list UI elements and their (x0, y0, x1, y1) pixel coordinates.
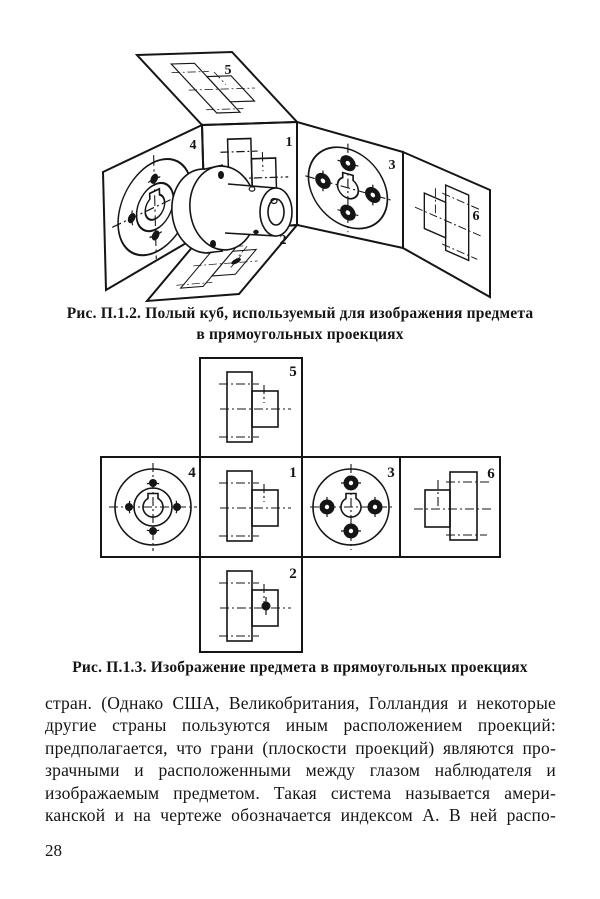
body-line: стран. (Однако США, Великобритания, Голл… (45, 693, 556, 713)
figure2-caption-line: Рис. П.1.3. Изображение предмета в прямо… (72, 659, 528, 676)
body-paragraph: стран. (Однако США, Великобритания, Голл… (45, 692, 556, 826)
fig1-panel-number-6: 6 (473, 209, 480, 224)
figure-p13-projection-cross: 5 4 1 3 6 2 (100, 357, 501, 653)
figure1-caption-line2: в прямоугольных проекциях (196, 326, 404, 343)
figure-p12-unfolded-cube: 5 4 1 2 3 6 (101, 50, 491, 303)
fig1-panel-6 (402, 150, 491, 299)
fig2-panel-number-6: 6 (487, 466, 495, 482)
fig2-panel-number-3: 3 (387, 465, 395, 481)
fig2-panel-3 (309, 463, 395, 551)
fig2-panel-number-1: 1 (289, 465, 297, 481)
fig2-panel-6 (413, 471, 494, 541)
fig1-panel-number-1: 1 (286, 135, 293, 150)
body-line: другие страны пользуются иным расположен… (45, 715, 556, 736)
fig2-panel-2 (219, 571, 291, 641)
fig2-panel-number-4: 4 (188, 465, 196, 481)
fig1-panel-number-3: 3 (389, 158, 396, 173)
fig1-panel-number-5: 5 (225, 63, 232, 78)
fig2-panel-number-5: 5 (289, 364, 297, 380)
fig2-panel-4 (108, 462, 198, 552)
fig1-3d-part (171, 164, 293, 254)
body-line: зрачными и расположенными между глазом н… (45, 760, 556, 781)
figure1-caption: Рис. П.1.2. Полый куб, используемый для … (0, 303, 600, 345)
body-line: предполагается, что грани (плоскости про… (45, 737, 556, 758)
fig2-panel-5 (218, 371, 292, 443)
fig2-panel-number-2: 2 (289, 566, 297, 582)
fig1-panel-3 (296, 120, 404, 250)
fig1-panel-number-2: 2 (280, 233, 287, 248)
page-number: 28 (45, 841, 62, 860)
body-line: изображаемым предметом. Такая система на… (45, 782, 556, 803)
fig1-panel-5 (134, 50, 300, 127)
figure1-caption-line1: Рис. П.1.2. Полый куб, используемый для … (66, 305, 534, 322)
fig2-panel-borders (100, 357, 501, 653)
body-line: канской и на чертеже обозначается индекс… (45, 805, 556, 826)
fig1-panel-number-4: 4 (190, 138, 197, 153)
figure2-caption: Рис. П.1.3. Изображение предмета в прямо… (0, 657, 600, 678)
fig2-panel-1 (218, 470, 292, 542)
